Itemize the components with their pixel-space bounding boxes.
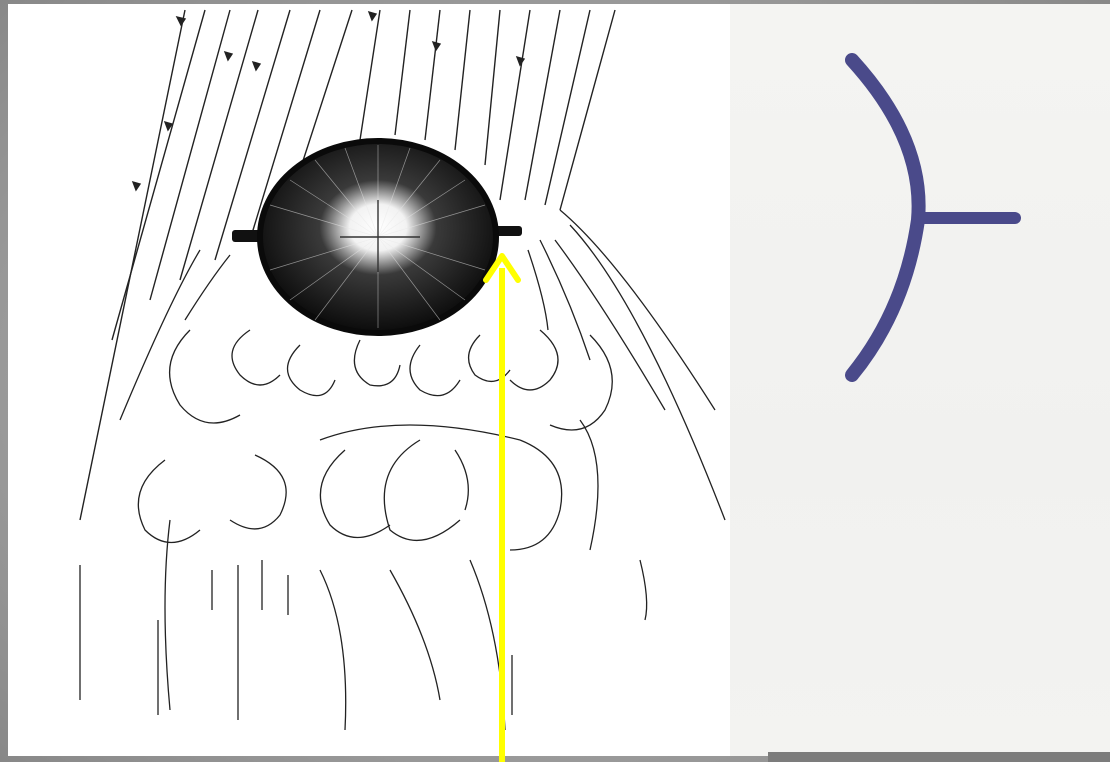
y-junction-icon (852, 60, 1015, 375)
central-sphere (260, 141, 496, 333)
up-arrow-icon (486, 256, 518, 762)
wake-vortices (138, 330, 612, 550)
downstream-lines (80, 520, 647, 730)
